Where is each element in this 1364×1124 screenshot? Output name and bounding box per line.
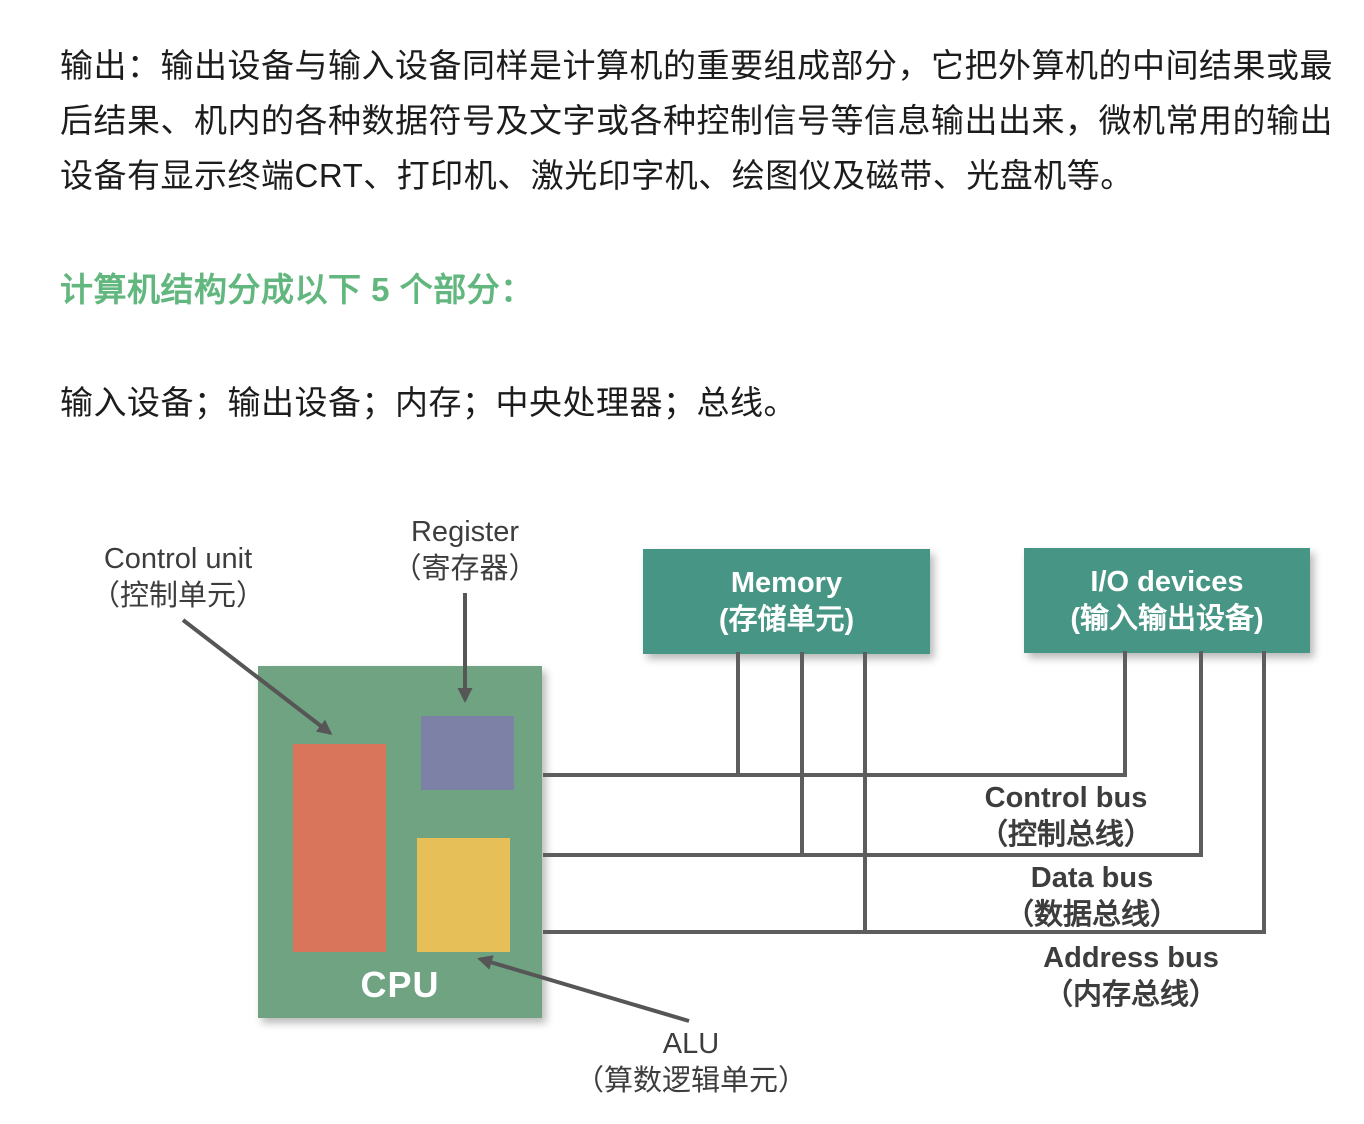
- data-bus-label-zh: （数据总线）: [1004, 899, 1180, 931]
- control-bus-line: [543, 773, 1127, 777]
- data-bus-line: [543, 853, 1203, 857]
- control-unit-rect: [293, 744, 386, 952]
- memory-drop-line-address: [863, 652, 867, 934]
- memory-box: Memory (存储单元): [643, 549, 930, 654]
- alu-label-zh: （算数逻辑单元）: [574, 1065, 808, 1097]
- io-devices-box: I/O devices (输入输出设备): [1024, 548, 1310, 653]
- io-drop-line-control: [1123, 651, 1127, 777]
- control-unit-label-en: Control unit: [103, 543, 253, 575]
- io-label-zh: (输入输出设备): [1070, 602, 1264, 635]
- address-bus-label: Address bus （内存总线）: [1043, 940, 1219, 1014]
- register-label-en: Register: [410, 516, 519, 548]
- alu-label-en: ALU: [662, 1028, 720, 1060]
- paragraph-line-3: 设备有显示终端CRT、打印机、激光印字机、绘图仪及磁带、光盘机等。: [60, 157, 1134, 194]
- io-label-en: I/O devices: [1090, 565, 1244, 598]
- components-line: 输入设备；输出设备；内存；中央处理器；总线。: [60, 384, 797, 421]
- memory-label-en: Memory: [730, 566, 843, 599]
- register-label: Register （寄存器）: [392, 514, 537, 588]
- section-heading: 计算机结构分成以下 5 个部分：: [60, 271, 534, 308]
- address-bus-line: [543, 930, 1266, 934]
- data-bus-label: Data bus （数据总线）: [1005, 860, 1179, 934]
- control-bus-label: Control bus （控制总线）: [979, 780, 1153, 854]
- io-devices-box-label: I/O devices (输入输出设备): [1024, 564, 1310, 638]
- paragraph-line-1: 输出：输出设备与输入设备同样是计算机的重要组成部分，它把外算机的中间结果或最: [60, 47, 1333, 84]
- control-bus-label-zh: （控制总线）: [978, 819, 1154, 851]
- io-drop-line-address: [1262, 651, 1266, 934]
- control-bus-label-en: Control bus: [984, 782, 1148, 814]
- alu-label: ALU （算数逻辑单元）: [575, 1026, 807, 1100]
- address-bus-label-zh: （内存总线）: [1043, 979, 1219, 1011]
- memory-drop-line-data: [800, 652, 804, 857]
- control-unit-label: Control unit （控制单元）: [91, 541, 265, 615]
- alu-rect: [417, 838, 510, 952]
- io-drop-line-data: [1199, 651, 1203, 857]
- register-rect: [421, 716, 514, 790]
- memory-box-label: Memory (存储单元): [643, 565, 930, 639]
- data-bus-label-en: Data bus: [1030, 862, 1154, 894]
- register-label-zh: （寄存器）: [392, 553, 538, 585]
- address-bus-label-en: Address bus: [1043, 942, 1219, 974]
- memory-drop-line-control: [736, 652, 740, 777]
- cpu-box-label: CPU: [360, 964, 440, 1005]
- memory-label-zh: (存储单元): [718, 603, 855, 636]
- paragraph-line-2: 后结果、机内的各种数据符号及文字或各种控制信号等信息输出出来，微机常用的输出: [60, 102, 1333, 139]
- control-unit-label-zh: （控制单元）: [90, 580, 266, 612]
